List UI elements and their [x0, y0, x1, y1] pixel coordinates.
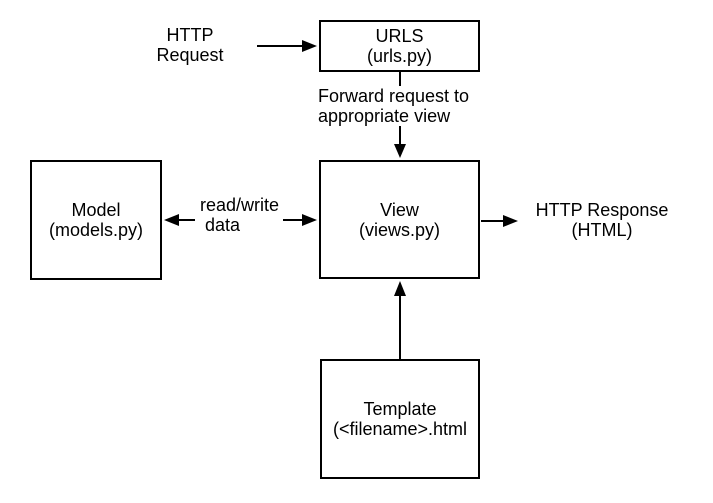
template-box-title: Template [363, 399, 437, 419]
urls-box: URLS (urls.py) [319, 20, 480, 72]
template-box: Template (<filename>.html [320, 359, 480, 479]
model-box-title: Model [71, 200, 121, 220]
arrow-template-to-view [394, 281, 406, 359]
urls-box-subtitle: (urls.py) [366, 46, 432, 66]
view-box-subtitle: (views.py) [358, 219, 440, 240]
read-write-data-label: read/write data [195, 195, 284, 236]
forward-request-label: Forward request to appropriate view [318, 86, 470, 126]
arrow-http-request-to-urls [257, 40, 317, 52]
view-box-title: View [380, 199, 419, 220]
http-response-label: HTTP Response (HTML) [535, 200, 669, 240]
http-request-label: HTTP Request [156, 25, 224, 65]
urls-box-title: URLS [375, 26, 424, 46]
model-box-subtitle: (models.py) [48, 220, 144, 240]
template-box-subtitle: (<filename>.html [332, 419, 468, 439]
arrow-view-to-http-response [481, 215, 518, 227]
model-box: Model (models.py) [30, 160, 162, 280]
view-box: View (views.py) [319, 160, 480, 279]
